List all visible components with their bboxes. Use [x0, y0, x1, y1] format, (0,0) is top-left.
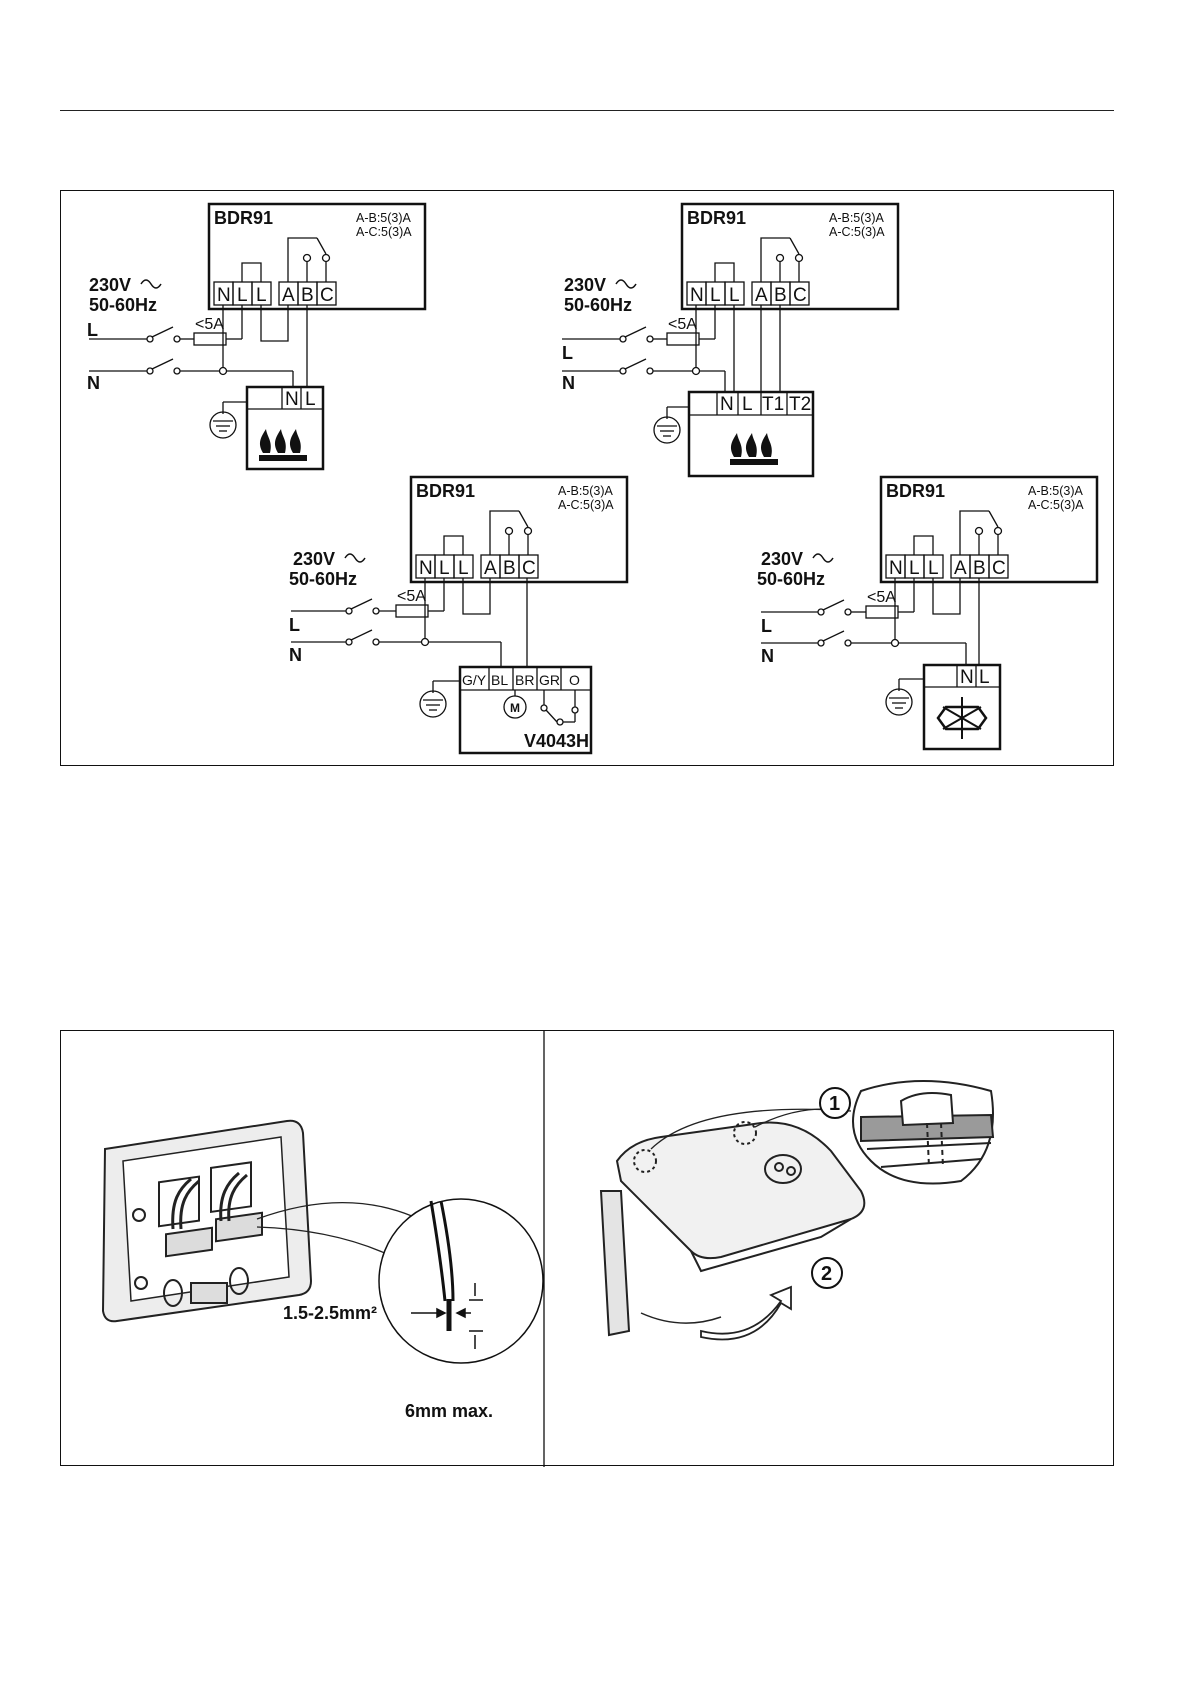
load-n-2: N — [720, 394, 734, 415]
relay-model-label-1: BDR91 — [214, 208, 273, 228]
frequency-label-1: 50-60Hz — [89, 295, 157, 315]
clip-detail-callout — [852, 1080, 995, 1185]
term-l2-1: L — [256, 285, 267, 306]
rating-ac-1: A-C:5(3)A — [356, 225, 412, 239]
line-label-4: L — [761, 616, 772, 636]
load-l-4: L — [979, 667, 990, 688]
fuse-label-1: <5A — [195, 316, 224, 333]
voltage-label-3: 230V — [293, 549, 335, 569]
fuse-label-2: <5A — [668, 316, 697, 333]
strip-length-label: 6mm max. — [405, 1401, 493, 1421]
diagram-boiler-2wire — [89, 202, 427, 471]
term-n-1: N — [217, 285, 231, 306]
ac-symbol-2 — [615, 279, 637, 289]
line-label-2: L — [562, 343, 573, 363]
term-a-1: A — [282, 285, 295, 306]
base-plate-illustration — [101, 1119, 452, 1323]
term-a-4: A — [954, 558, 967, 579]
relay-model-label-2: BDR91 — [687, 208, 746, 228]
rating-ab-1: A-B:5(3)A — [356, 211, 412, 225]
diagram-zone-valve — [291, 475, 629, 755]
rating-ab-2: A-B:5(3)A — [829, 211, 885, 225]
term-l1-1: L — [237, 285, 248, 306]
step-2-label: 2 — [821, 1263, 832, 1285]
term-c-3: C — [522, 558, 536, 579]
load-br-3: BR — [515, 672, 534, 688]
term-b-2: B — [774, 285, 787, 306]
term-l2-2: L — [729, 285, 740, 306]
term-n-4: N — [889, 558, 903, 579]
frequency-label-3: 50-60Hz — [289, 569, 357, 589]
ac-symbol-3 — [344, 553, 366, 563]
term-l2-4: L — [928, 558, 939, 579]
voltage-label-4: 230V — [761, 549, 803, 569]
rating-ab-4: A-B:5(3)A — [1028, 484, 1084, 498]
rating-ac-4: A-C:5(3)A — [1028, 498, 1084, 512]
term-a-2: A — [755, 285, 768, 306]
fuse-label-4: <5A — [867, 589, 896, 606]
diagram-boiler-4wire — [562, 202, 900, 478]
load-gy-3: G/Y — [462, 672, 487, 688]
rating-ab-3: A-B:5(3)A — [558, 484, 614, 498]
load-t1-2: T1 — [762, 394, 784, 415]
installation-svg: 1.5-2.5mm² 6mm max. — [101, 1031, 995, 1467]
relay-model-label-4: BDR91 — [886, 481, 945, 501]
term-b-3: B — [503, 558, 516, 579]
term-b-1: B — [301, 285, 314, 306]
voltage-label-1: 230V — [89, 275, 131, 295]
fuse-label-3: <5A — [397, 588, 426, 605]
load-n-4: N — [960, 667, 974, 688]
step-2-marker — [811, 1257, 843, 1289]
term-n-2: N — [690, 285, 704, 306]
ac-symbol-4 — [812, 553, 834, 563]
wire-gauge-label: 1.5-2.5mm² — [283, 1303, 377, 1323]
motor-label: M — [510, 701, 520, 715]
term-l2-3: L — [458, 558, 469, 579]
load-gr-3: GR — [539, 672, 560, 688]
term-l1-4: L — [909, 558, 920, 579]
relay-model-label-3: BDR91 — [416, 481, 475, 501]
load-o-3: O — [569, 672, 580, 688]
frequency-label-4: 50-60Hz — [757, 569, 825, 589]
frequency-label-2: 50-60Hz — [564, 295, 632, 315]
header-rule — [60, 110, 1114, 111]
term-c-1: C — [320, 285, 334, 306]
load-n-1: N — [285, 389, 299, 410]
installation-panel: 1.5-2.5mm² 6mm max. — [60, 1030, 1114, 1467]
term-a-3: A — [484, 558, 497, 579]
rating-ac-3: A-C:5(3)A — [558, 498, 614, 512]
step-1-label: 1 — [829, 1093, 840, 1115]
term-n-3: N — [419, 558, 433, 579]
neutral-label-2: N — [562, 373, 575, 393]
term-c-2: C — [793, 285, 807, 306]
step-1-marker — [819, 1087, 851, 1119]
wiring-diagrams-svg: BDR91 A-B:5(3)A A-C:5(3)A N L L A B C 23… — [87, 202, 1099, 755]
term-b-4: B — [973, 558, 986, 579]
term-l1-2: L — [710, 285, 721, 306]
diagram-chiller — [761, 475, 1099, 751]
neutral-label-1: N — [87, 373, 100, 393]
cover-illustration — [599, 1108, 866, 1341]
ac-symbol-1 — [140, 279, 162, 289]
line-label-1: L — [87, 320, 98, 340]
load-l-2: L — [742, 394, 753, 415]
rating-ac-2: A-C:5(3)A — [829, 225, 885, 239]
term-c-4: C — [992, 558, 1006, 579]
flame-icon-2 — [730, 433, 778, 465]
wiring-diagrams-panel: BDR91 A-B:5(3)A A-C:5(3)A N L L A B C 23… — [60, 190, 1114, 766]
load-l-1: L — [305, 389, 316, 410]
line-label-3: L — [289, 615, 300, 635]
load-bl-3: BL — [491, 672, 508, 688]
voltage-label-2: 230V — [564, 275, 606, 295]
term-l1-3: L — [439, 558, 450, 579]
neutral-label-4: N — [761, 646, 774, 666]
load-t2-2: T2 — [789, 394, 811, 415]
wire-detail-callout — [378, 1198, 544, 1364]
valve-model-label: V4043H — [524, 731, 589, 751]
neutral-label-3: N — [289, 645, 302, 665]
flame-icon — [259, 429, 307, 461]
